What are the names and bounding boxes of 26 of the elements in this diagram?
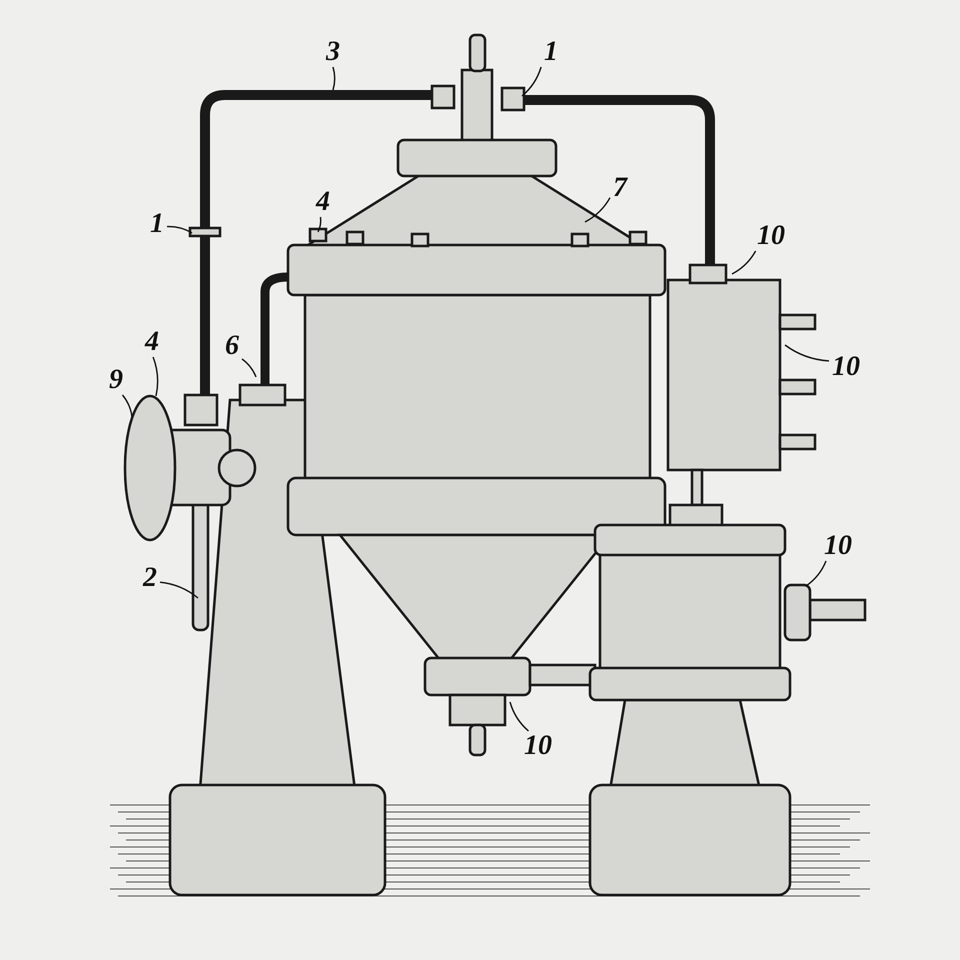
leader-line: [584, 197, 611, 223]
leader-line: [332, 66, 336, 90]
leader-line: [784, 344, 830, 362]
leader-line: [317, 216, 322, 232]
callout-number: 1: [147, 209, 167, 239]
leader-line: [732, 250, 756, 275]
leader-line: [509, 702, 529, 732]
callout-number: 9: [106, 365, 126, 395]
leader-line: [242, 358, 257, 378]
leader-line: [806, 560, 827, 587]
callout-number: 6: [222, 331, 242, 361]
callout-number: 3: [323, 37, 343, 67]
callout-number: 7: [610, 173, 630, 203]
leader-line: [166, 226, 192, 234]
leader-line: [160, 582, 198, 599]
leader-line: [152, 356, 158, 396]
callout-number: 10: [754, 221, 788, 251]
callout-number: 10: [821, 531, 855, 561]
leader-line: [122, 394, 133, 418]
callout-number: 2: [140, 563, 160, 593]
callout-number: 10: [521, 731, 555, 761]
leader-line: [522, 66, 542, 97]
callout-number: 4: [313, 187, 333, 217]
callout-number: 1: [541, 37, 561, 67]
callout-number: 4: [142, 327, 162, 357]
callout-number: 10: [829, 352, 863, 382]
